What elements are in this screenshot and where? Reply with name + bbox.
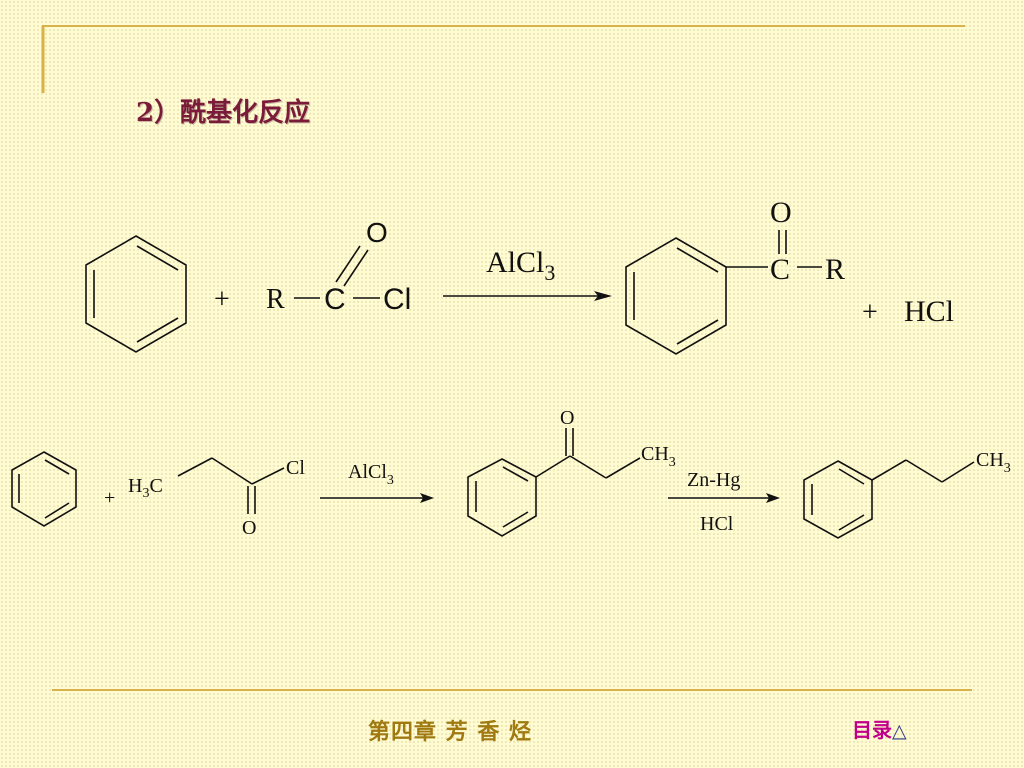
hcl-byproduct: HCl xyxy=(904,295,954,328)
propanoyl-chloride: H3C Cl O xyxy=(128,457,305,539)
svg-text:Cl: Cl xyxy=(383,283,411,316)
reaction-arrow-1 xyxy=(443,291,612,301)
reagent-bottom-label: HCl xyxy=(700,513,734,535)
benzene-reactant-1 xyxy=(85,235,187,353)
svg-text:O: O xyxy=(366,217,388,248)
svg-text:Cl: Cl xyxy=(286,457,305,479)
svg-text:C: C xyxy=(324,283,346,316)
slide-title: 2）酰基化反应 xyxy=(136,98,311,128)
plus-sign-1: + xyxy=(214,284,230,315)
svg-text:H3C: H3C xyxy=(128,475,163,501)
svg-text:R: R xyxy=(825,253,845,286)
triangle-icon[interactable]: △ xyxy=(892,720,907,742)
svg-text:C: C xyxy=(770,253,790,286)
plus-sign-3: + xyxy=(104,487,115,509)
svg-text:R: R xyxy=(266,284,285,315)
svg-text:CH3: CH3 xyxy=(641,443,676,470)
reagent-top-label: Zn-Hg xyxy=(687,469,740,491)
propylbenzene-product: CH3 xyxy=(803,449,1011,539)
reaction-arrow-3 xyxy=(668,493,780,503)
catalyst-label-2: AlCl3 xyxy=(348,461,394,488)
catalyst-label-1: AlCl3 xyxy=(486,246,555,285)
acylbenzene-product-1: C R O xyxy=(625,196,845,355)
reaction-arrow-2 xyxy=(320,493,434,503)
toc-link[interactable]: 目录△ xyxy=(852,714,907,743)
benzene-reactant-2 xyxy=(11,451,77,527)
acyl-chloride-1: R C Cl O xyxy=(266,217,411,316)
footer-chapter-title: 第四章 芳 香 烃 xyxy=(368,719,532,745)
svg-text:CH3: CH3 xyxy=(976,449,1011,476)
propiophenone-intermediate: O CH3 xyxy=(467,407,676,537)
svg-text:O: O xyxy=(242,517,256,539)
svg-text:O: O xyxy=(560,407,574,429)
plus-sign-2: + xyxy=(862,297,878,328)
toc-link-label[interactable]: 目录 xyxy=(852,718,892,742)
svg-text:O: O xyxy=(770,196,792,229)
